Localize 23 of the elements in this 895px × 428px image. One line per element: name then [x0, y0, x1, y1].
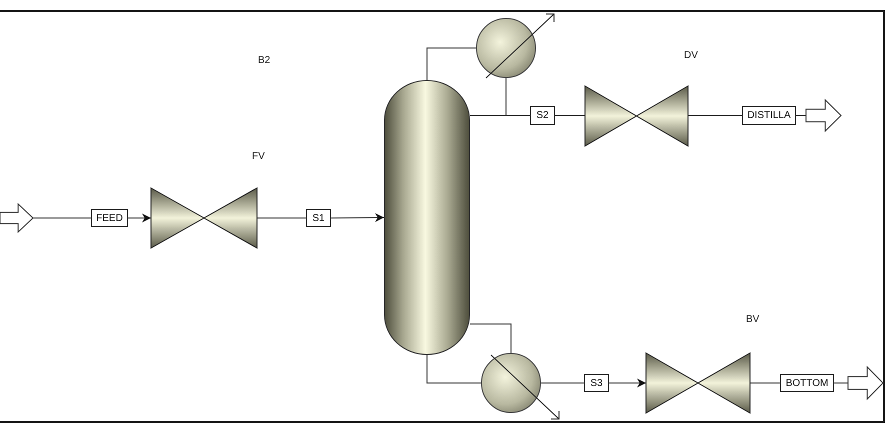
stream-arrow	[128, 214, 152, 222]
stream-label: S3	[584, 374, 609, 392]
equipment-label: BV	[746, 314, 760, 325]
stream-label: S2	[530, 106, 555, 125]
equipment-label: DV	[684, 50, 698, 61]
stream-arrow	[608, 378, 646, 388]
equipment-label: FV	[252, 151, 265, 162]
stream-line	[750, 382, 780, 384]
stream-line	[470, 324, 512, 354]
stream-line	[554, 115, 586, 116]
stream-label: S1	[306, 209, 331, 227]
stream-label: BOTTOM	[780, 374, 834, 392]
stream-line	[834, 382, 848, 384]
stream-label: DISTILLA	[742, 106, 796, 125]
stream-line	[426, 48, 476, 80]
block-label: B2	[258, 55, 270, 66]
stream-line	[426, 354, 482, 384]
stream-line	[796, 115, 806, 116]
stream-label: FEED	[91, 209, 128, 227]
stream-arrow	[330, 213, 384, 222]
stream-line	[470, 115, 530, 116]
stream-line	[688, 115, 742, 116]
stream-line	[540, 382, 584, 384]
